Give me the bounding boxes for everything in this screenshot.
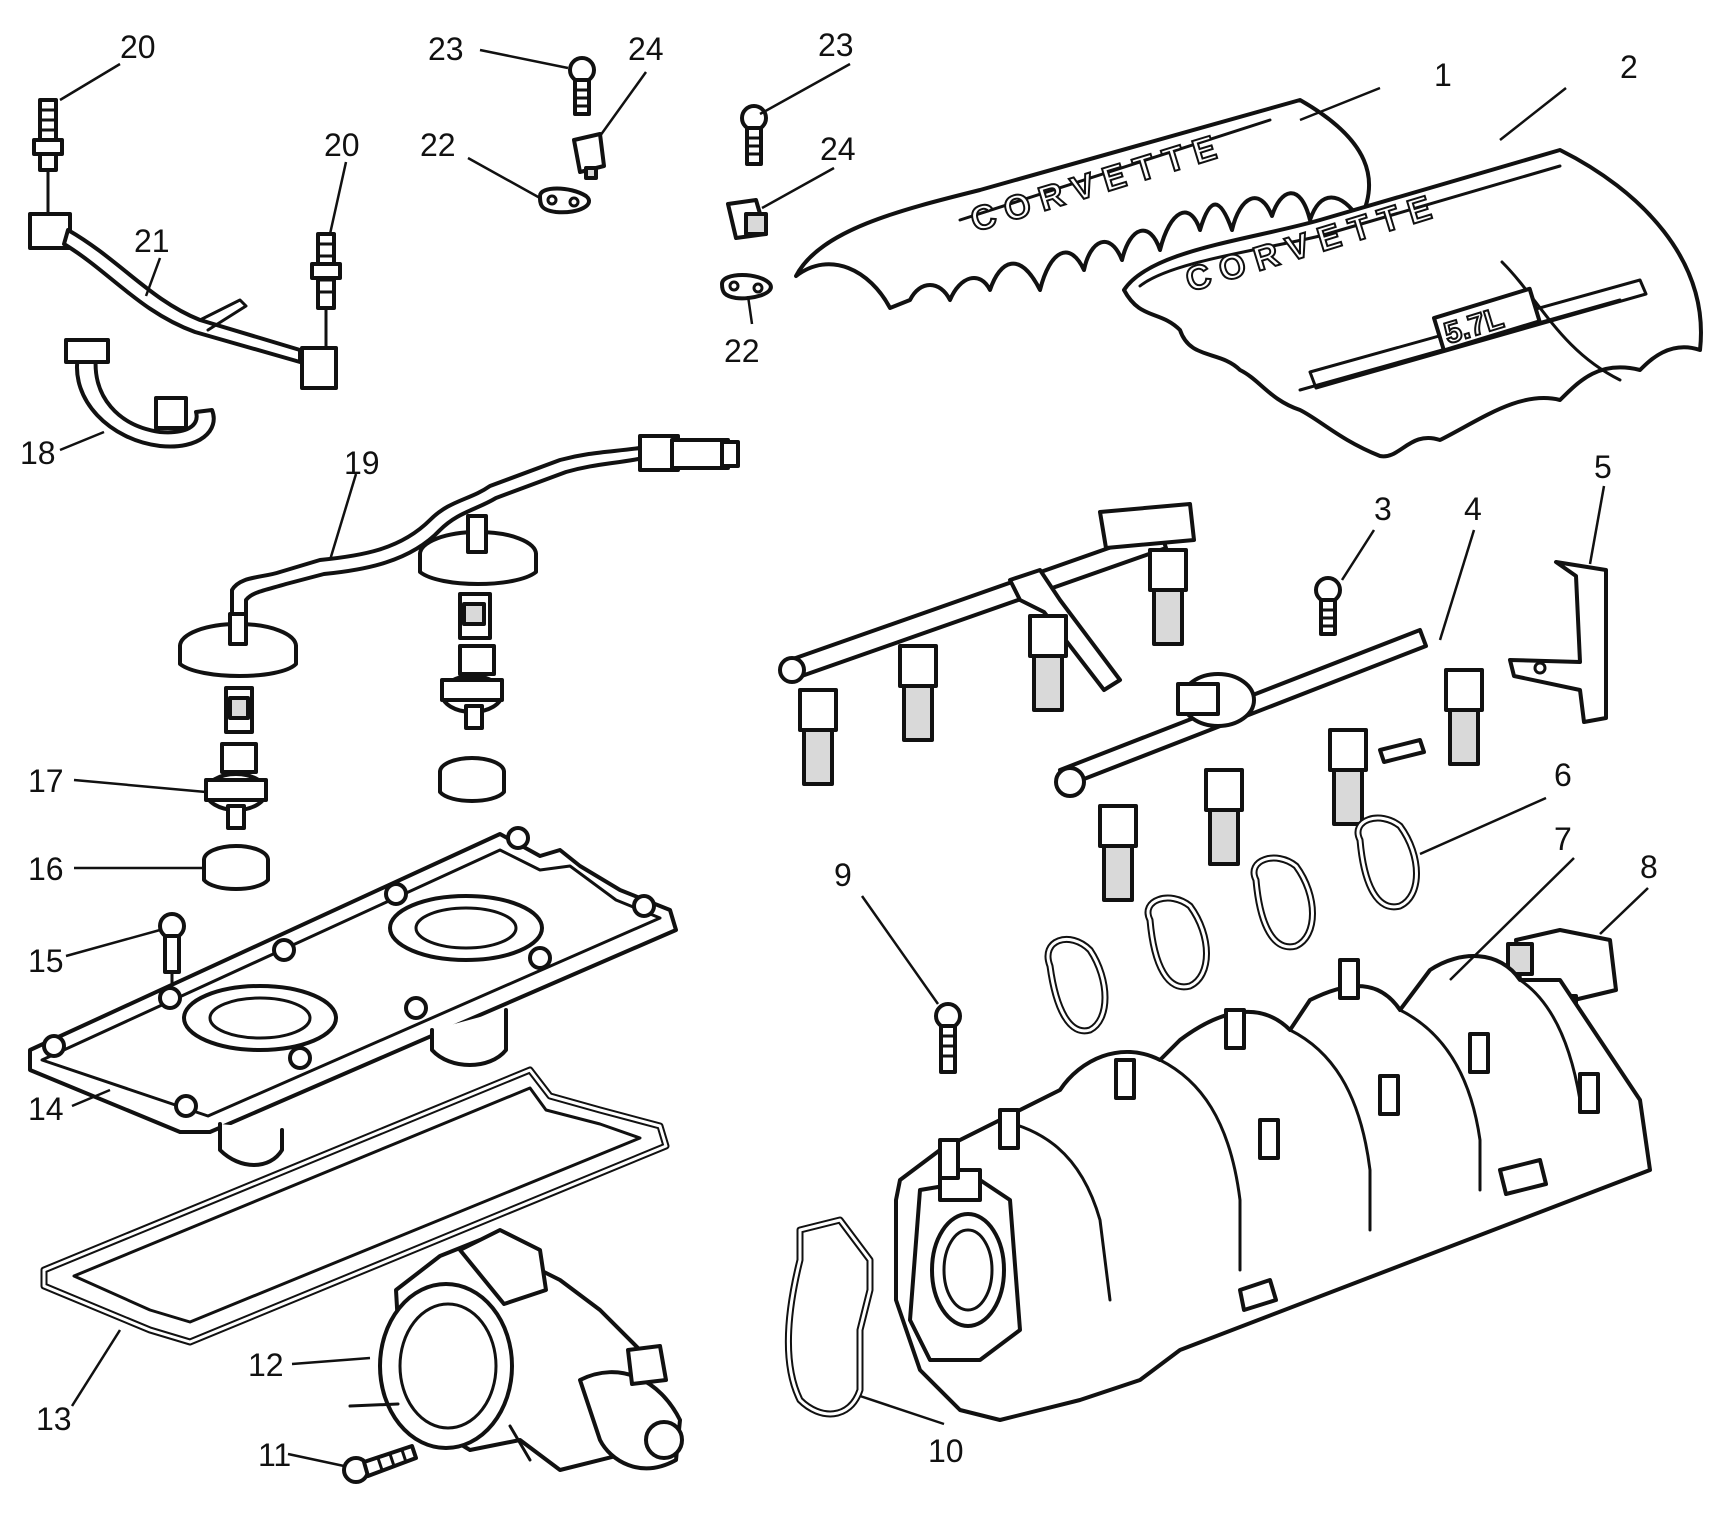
connector-left (224, 686, 254, 734)
bolt-9 (934, 1002, 962, 1074)
gasket-22-upper (538, 186, 591, 215)
callout-5: 5 (1594, 449, 1612, 485)
sensor-24-lower (726, 198, 768, 240)
bolt-23-upper (568, 56, 596, 116)
bolt-23-lower (740, 104, 768, 166)
callout-7: 7 (1554, 821, 1572, 857)
grommet-16-left (202, 844, 270, 891)
callout-24-upper: 24 (628, 31, 664, 67)
stud-20-left (32, 98, 64, 172)
callout-23-upper: 23 (428, 31, 464, 67)
callout-2: 2 (1620, 49, 1638, 85)
bracket-5 (1508, 560, 1608, 724)
valley-cover-14 (28, 826, 678, 1167)
throttle-body-12 (348, 1228, 684, 1472)
callout-22-upper: 22 (420, 127, 456, 163)
sensor-boot-left (178, 612, 298, 678)
bolt-3 (1314, 576, 1342, 636)
callout-22-lower: 22 (724, 333, 760, 369)
bracket-21 (28, 168, 338, 390)
callout-20-right: 20 (324, 127, 360, 163)
callout-15: 15 (28, 943, 64, 979)
callout-3: 3 (1374, 491, 1392, 527)
gasket-10 (785, 1216, 874, 1418)
callout-11: 11 (258, 1437, 291, 1473)
gasket-22-lower (720, 273, 773, 301)
hose-18 (64, 338, 216, 449)
intake-gaskets-6 (1044, 814, 1420, 1035)
callout-13: 13 (36, 1401, 72, 1437)
leader-lines (59, 48, 1649, 1468)
callout-17: 17 (28, 763, 64, 799)
bolt-15 (158, 912, 186, 1002)
connector-right (458, 592, 492, 640)
callout-4: 4 (1464, 491, 1482, 527)
callout-23-lower: 23 (818, 27, 854, 63)
fuel-injectors (798, 548, 1484, 902)
callout-1: 1 (1434, 57, 1452, 93)
harness-19 (230, 434, 740, 618)
knock-sensor-17-right (440, 644, 504, 730)
bolt-11 (342, 1444, 418, 1484)
callout-24-lower: 24 (820, 131, 856, 167)
sensor-24-upper (572, 132, 606, 180)
callout-8: 8 (1640, 849, 1658, 885)
intake-manifold-7 (894, 954, 1652, 1422)
callout-20-left: 20 (120, 29, 156, 65)
callout-10: 10 (928, 1433, 964, 1469)
fuel-rail-4 (778, 502, 1428, 798)
gasket-13 (40, 1066, 670, 1346)
callout-labels: 1 2 3 4 5 6 7 8 9 10 11 12 13 14 15 16 1… (20, 27, 1658, 1473)
callout-16: 16 (28, 851, 64, 887)
callout-18: 18 (20, 435, 56, 471)
callout-21: 21 (134, 223, 170, 259)
callout-14: 14 (28, 1091, 64, 1127)
callout-9: 9 (834, 857, 852, 893)
callout-19: 19 (344, 445, 380, 481)
callout-6: 6 (1554, 757, 1572, 793)
sensor-boot-right (418, 514, 538, 586)
stud-20-right (310, 232, 342, 310)
callout-12: 12 (248, 1347, 284, 1383)
knock-sensor-17-left (204, 742, 268, 830)
grommet-16-right (438, 756, 506, 803)
